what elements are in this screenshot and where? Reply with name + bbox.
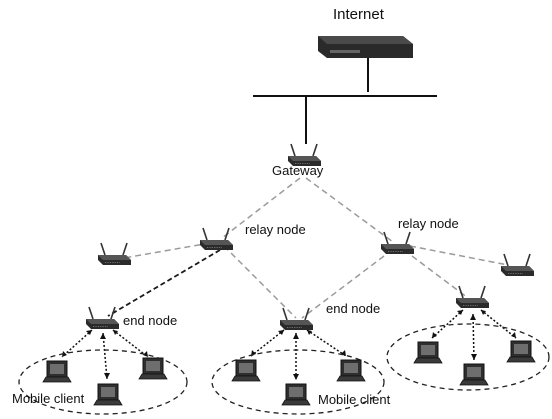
laptop-icon: [459, 363, 489, 386]
mobile-client-middle-label: Mobile client: [318, 392, 391, 407]
client-clusters: [18, 323, 550, 415]
wireless-links: [123, 177, 509, 319]
laptop-icon: [506, 340, 536, 363]
relay-right-router-icon: [380, 231, 415, 255]
internet-router-icon: [318, 36, 413, 58]
laptop-icon: [231, 359, 261, 382]
far-left-router-icon: [97, 242, 132, 266]
laptop-icon: [281, 383, 311, 406]
far-right-router-icon: [500, 253, 535, 277]
laptop-icon: [93, 383, 123, 406]
end-middle-router-icon: [279, 307, 314, 331]
laptop-icon: [138, 357, 168, 380]
arrow-heads: [62, 310, 516, 380]
end-right-router-icon: [455, 285, 490, 309]
relay-node-right-label: relay node: [398, 216, 459, 231]
gateway-label: Gateway: [272, 163, 324, 178]
laptop-icon: [336, 359, 366, 382]
internet-label: Internet: [333, 6, 384, 23]
relay-node-left-label: relay node: [245, 222, 306, 237]
relay-left-router-icon: [199, 227, 234, 251]
wired-backbone: [253, 58, 437, 144]
client-links: [61, 309, 517, 380]
mobile-client-left-label: Mobile client: [12, 391, 85, 406]
laptop-icon: [42, 360, 72, 383]
end-node-left-label: end node: [123, 313, 178, 328]
end-left-router-icon: [85, 306, 120, 330]
laptop-icon: [413, 341, 443, 364]
end-node-middle-label: end node: [326, 301, 381, 316]
active-link: [107, 249, 221, 317]
